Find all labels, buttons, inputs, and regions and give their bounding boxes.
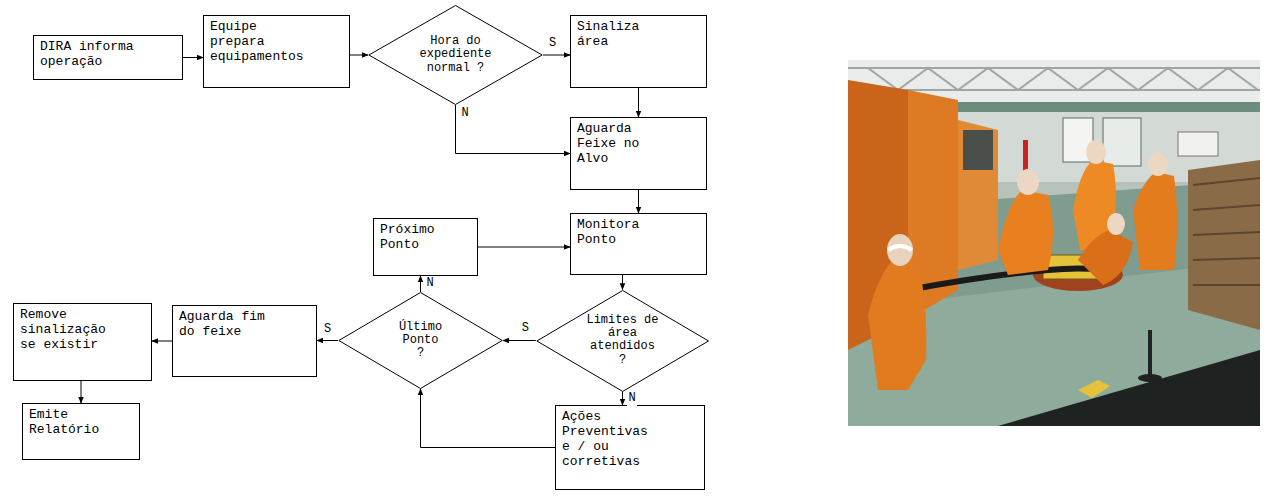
flow-arrow (622, 275, 623, 290)
decision-diamond: Hora do expediente normal ? (368, 5, 543, 105)
branch-label: N (627, 392, 636, 406)
branch-label: S (521, 322, 530, 336)
process-box: Remove sinalização se existir (13, 303, 152, 381)
node-label: Hora do expediente normal ? (416, 35, 496, 75)
flow-arrow (456, 105, 571, 154)
flow-arrow (183, 57, 203, 58)
process-box: Aguarda fim do feixe (172, 305, 317, 377)
process-box: Equipe prepara equipamentos (203, 15, 350, 88)
flow-arrow (81, 381, 82, 403)
flow-arrow (622, 392, 623, 406)
process-box: Sinaliza área (570, 15, 707, 88)
branch-label: S (323, 323, 332, 337)
flow-arrow (543, 55, 570, 56)
flow-arrow (350, 55, 368, 56)
node-label: Próximo Ponto (380, 223, 450, 253)
node-label: Ações Preventivas e / ou corretivas (562, 410, 652, 470)
flow-arrow (638, 190, 639, 213)
node-label: Sinaliza área (577, 20, 652, 50)
decision-diamond: Último Ponto ? (338, 292, 503, 389)
flow-arrow (478, 247, 570, 248)
process-box: Aguarda Feixe no Alvo (570, 117, 707, 190)
node-label: Aguarda fim do feixe (179, 310, 279, 340)
flow-arrow (420, 276, 421, 292)
flow-arrow (152, 341, 172, 342)
flow-arrow (317, 340, 338, 341)
branch-label: N (426, 277, 435, 291)
flow-arrow (421, 389, 556, 448)
flow-arrow (503, 340, 536, 341)
process-box: Ações Preventivas e / ou corretivas (555, 405, 705, 490)
decision-diamond: Limites de área atendidos ? (536, 290, 709, 392)
process-box: DIRA informa operação (33, 35, 183, 80)
process-box: Próximo Ponto (373, 218, 478, 276)
node-label: Equipe prepara equipamentos (210, 20, 310, 65)
branch-label: S (548, 37, 557, 51)
node-label: Limites de área atendidos ? (585, 314, 660, 367)
process-box: Monitora Ponto (570, 213, 707, 275)
lab-photo (848, 60, 1260, 426)
node-label: Monitora Ponto (577, 218, 652, 248)
node-label: Último Ponto ? (396, 321, 446, 361)
flow-arrow (638, 88, 639, 117)
branch-label: N (461, 107, 470, 121)
node-label: Aguarda Feixe no Alvo (577, 122, 652, 167)
node-label: Emite Relatório (29, 408, 109, 438)
process-box: Emite Relatório (22, 403, 140, 460)
node-label: DIRA informa operação (40, 40, 150, 70)
node-label: Remove sinalização se existir (20, 308, 110, 353)
